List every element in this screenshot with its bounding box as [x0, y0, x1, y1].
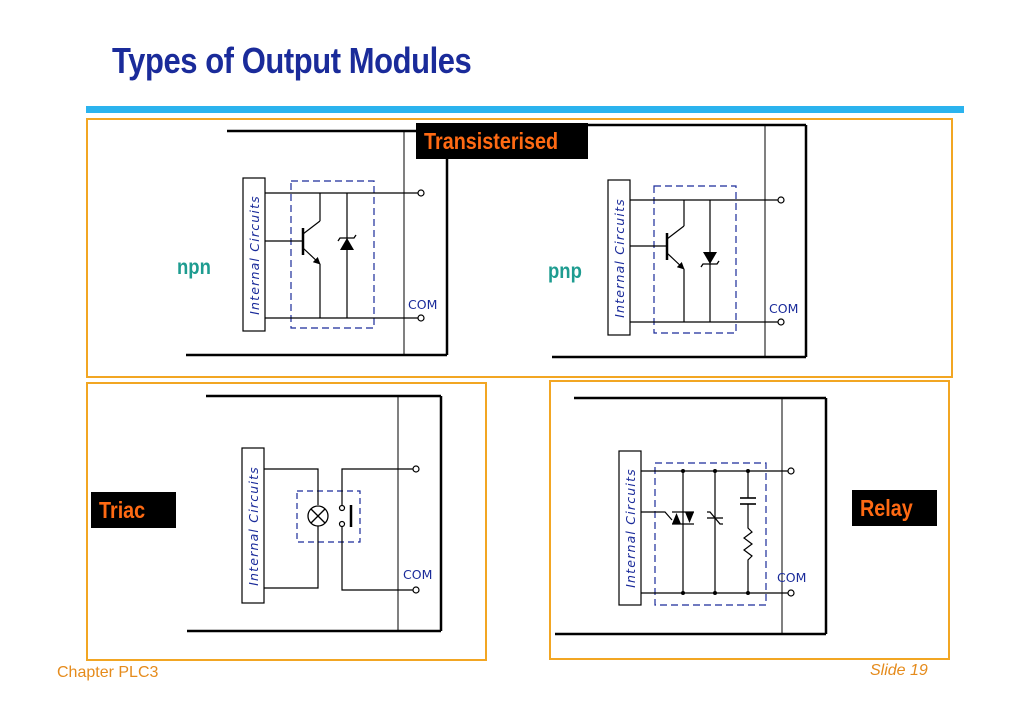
pnp-label-wrap: pnp	[548, 260, 586, 284]
internal-circuits-box	[242, 177, 266, 332]
npn-label: npn	[177, 256, 211, 279]
internal-circuits-label: Internal Circuits	[612, 198, 627, 318]
switch-contact	[338, 520, 346, 528]
output-terminal	[417, 189, 425, 197]
output-dashed-box	[653, 185, 737, 334]
emitter-arrow	[666, 252, 685, 270]
output-dashed-box	[290, 180, 375, 329]
npn-label-wrap: npn	[177, 256, 215, 280]
com-terminal	[777, 318, 785, 326]
com-label: COM	[408, 297, 437, 312]
relay-label: Relay	[860, 495, 913, 521]
internal-circuits-label: Internal Circuits	[246, 466, 261, 586]
output-terminal	[777, 196, 785, 204]
chapter-label: Chapter PLC3	[57, 664, 159, 681]
output-terminal	[412, 465, 420, 473]
collector-lead	[666, 225, 685, 240]
pnp-label: pnp	[548, 260, 582, 283]
internal-circuits-box	[241, 447, 265, 604]
transistorised-label: Transisterised	[424, 128, 559, 154]
relay-badge: Relay	[852, 490, 937, 526]
collector-lead	[302, 220, 321, 235]
com-label: COM	[769, 301, 798, 316]
triac-panel	[86, 382, 487, 661]
output-dashed-box	[654, 462, 767, 606]
gate-lead	[641, 511, 673, 521]
com-terminal	[417, 314, 425, 322]
com-label: COM	[777, 570, 806, 585]
com-terminal	[787, 589, 795, 597]
output-line	[341, 468, 413, 505]
triac-badge: Triac	[91, 492, 176, 528]
triac-circuit: Internal Circuits COM	[187, 394, 443, 633]
triac-symbol	[672, 513, 681, 524]
switch-contact	[338, 504, 346, 512]
com-terminal	[412, 586, 420, 594]
title-underline	[86, 106, 964, 113]
slide-title: Types of Output Modules	[112, 40, 472, 81]
slide-number: Slide 19	[870, 662, 928, 679]
triac-label: Triac	[99, 497, 146, 523]
emitter-arrow	[302, 247, 321, 265]
output-dashed-box	[296, 490, 361, 543]
npn-circuit: Internal Circuits COM	[186, 129, 449, 357]
resistor-symbol	[743, 504, 753, 593]
relay-panel	[549, 380, 950, 660]
relay-circuit: Internal Circuits COM	[555, 396, 828, 636]
internal-circuits-box	[607, 179, 631, 336]
transistorised-badge: Transisterised	[416, 123, 588, 159]
internal-circuits-label: Internal Circuits	[247, 195, 262, 315]
output-terminal	[787, 467, 795, 475]
internal-circuits-box	[618, 450, 642, 606]
pnp-circuit: Internal Circuits COM	[552, 123, 808, 359]
zener-diode	[340, 238, 354, 250]
internal-circuits-label: Internal Circuits	[623, 468, 638, 588]
zener-diode	[703, 252, 717, 264]
com-label: COM	[403, 567, 432, 582]
transistorised-panel	[86, 118, 953, 378]
com-line	[341, 527, 413, 591]
